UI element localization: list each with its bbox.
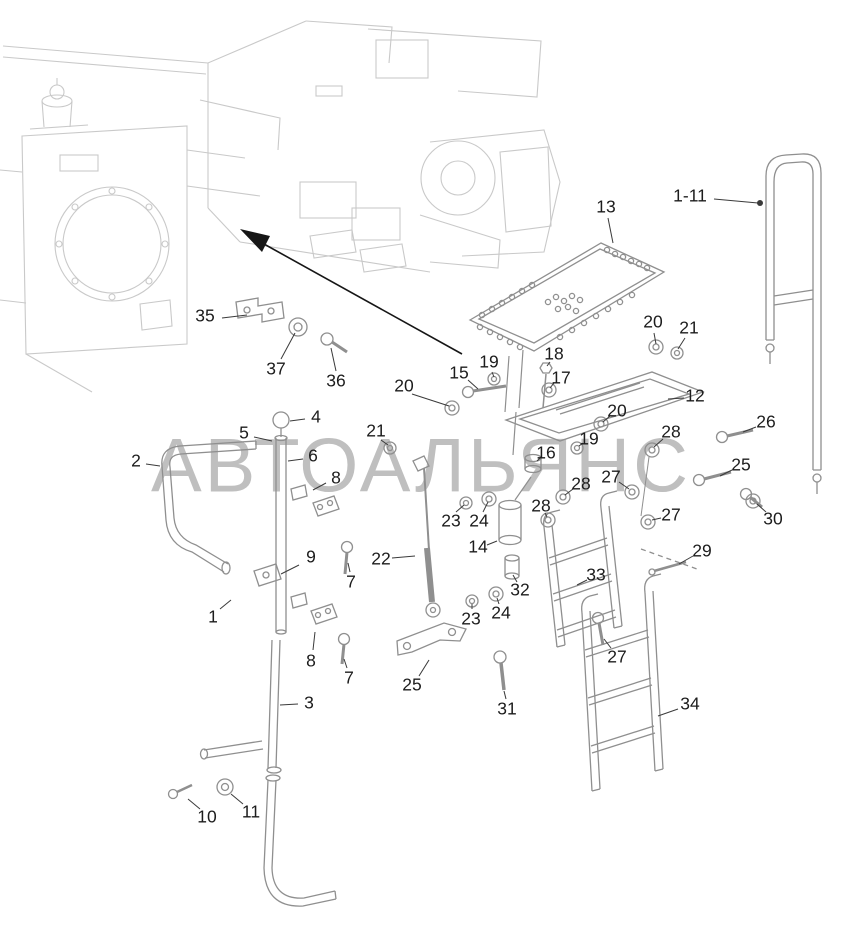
watermark-text: АВТОАЛЬЯНС [150,423,692,509]
leader-line-27 [603,638,612,649]
leader-line-23 [455,504,465,513]
leader-line-34 [657,708,679,717]
leader-line-28 [544,512,548,518]
leader-line-20 [411,393,450,407]
leader-line-29 [678,555,694,565]
leader-line-19 [491,371,495,378]
part-handrail-assembled [765,153,822,494]
leader-line-9 [280,564,300,575]
leader-line-19 [578,442,584,447]
leader-line-37 [280,332,296,360]
leader-line-1-11 [713,198,759,204]
leader-line-33 [576,579,588,586]
leader-line-17 [549,382,555,389]
part-ladder-upper [543,490,623,648]
leader-line-3 [279,703,299,706]
leader-line-26 [742,426,757,433]
leader-line-1 [219,599,232,610]
leader-line-18 [546,361,551,367]
part-bracket-35 [235,297,348,354]
part-ladder-lower [581,573,664,792]
exploded-parts-art [161,153,822,907]
leader-line-7 [347,562,351,573]
leader-dot-1-11 [757,200,763,206]
leader-line-31 [503,690,507,700]
leader-line-6 [287,458,304,462]
leader-line-30 [756,503,767,513]
hardware-right [540,428,763,576]
part-left-handrail [161,440,257,575]
leader-line-36 [330,347,337,372]
leader-line-21 [677,337,686,350]
leader-line-32 [512,574,518,583]
leader-line-25 [719,469,733,477]
leader-line-22 [391,555,416,559]
leader-line-11 [230,793,244,805]
leader-line-16 [536,456,542,462]
leader-line-28 [564,488,574,496]
machine-background-art [0,20,561,393]
view-direction-arrow [240,229,463,355]
leader-line-12 [667,397,685,400]
leader-line-27 [651,517,662,521]
part-lower-post [167,639,337,907]
part-gas-strut [412,455,504,618]
leader-line-25 [418,659,430,677]
leader-line-24 [496,597,500,605]
leader-line-8 [312,482,327,491]
leader-line-20 [653,332,657,345]
leader-line-24 [482,501,489,513]
leader-line-35 [221,314,248,319]
leader-line-8 [312,631,316,651]
leader-line-28 [653,438,664,448]
leader-line-21 [380,439,389,446]
part-platform [468,242,666,352]
leader-line-7 [343,658,348,669]
leader-line-2 [145,463,161,467]
leader-line-27 [618,481,630,490]
leader-line-15 [467,379,479,390]
part-spacers [498,411,542,580]
leader-line-5 [253,436,273,442]
leader-line-4 [289,418,306,422]
leader-line-14 [486,540,498,546]
part-mounting-frame [504,371,705,442]
leader-line-20 [602,415,611,423]
leader-line-13 [607,217,614,244]
part-center-post [253,411,354,665]
hardware-upper [383,339,684,455]
hardware-lower [396,611,605,691]
leader-line-10 [187,798,201,810]
